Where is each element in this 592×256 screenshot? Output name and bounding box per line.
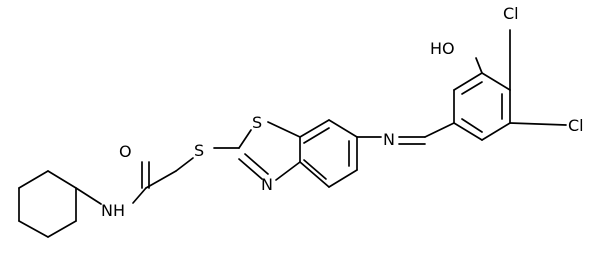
bond (175, 157, 194, 172)
double-bond (238, 158, 263, 180)
atom-labels: Cl HO Cl N S N S O NH (101, 4, 584, 220)
imine-nitrogen-label: N (383, 130, 395, 149)
bond (275, 161, 301, 181)
bond (18, 170, 49, 189)
thiazole-nitrogen-label: N (261, 175, 273, 194)
double-bond (461, 81, 483, 95)
bond (424, 122, 455, 138)
double-bond (303, 127, 330, 144)
bond (509, 122, 567, 126)
bond (47, 170, 77, 189)
bond (328, 169, 358, 188)
double-bond (303, 159, 327, 180)
bond (47, 220, 77, 238)
chlorine-top-label: Cl (503, 4, 519, 23)
double-bond (244, 153, 269, 175)
bond (453, 72, 483, 91)
bond-lines (18, 29, 567, 238)
bond (238, 129, 252, 149)
bond (481, 122, 511, 141)
thiazole-sulfur-label: S (252, 113, 262, 132)
bond (145, 170, 177, 189)
bond (132, 187, 147, 204)
bond (18, 220, 49, 238)
bond (299, 161, 330, 188)
chlorine-right-label: Cl (568, 116, 584, 135)
bond (267, 121, 301, 138)
hydroxyl-label: HO (430, 39, 455, 58)
bond (75, 187, 102, 205)
bond (475, 57, 483, 74)
thioether-sulfur-label: S (194, 141, 204, 160)
double-bond (461, 118, 483, 133)
bond (328, 119, 358, 138)
bond (299, 119, 330, 138)
bond (481, 72, 511, 91)
amide-nh-label: NH (101, 201, 125, 220)
carbonyl-oxygen-label: O (119, 142, 132, 161)
bond (453, 122, 483, 141)
